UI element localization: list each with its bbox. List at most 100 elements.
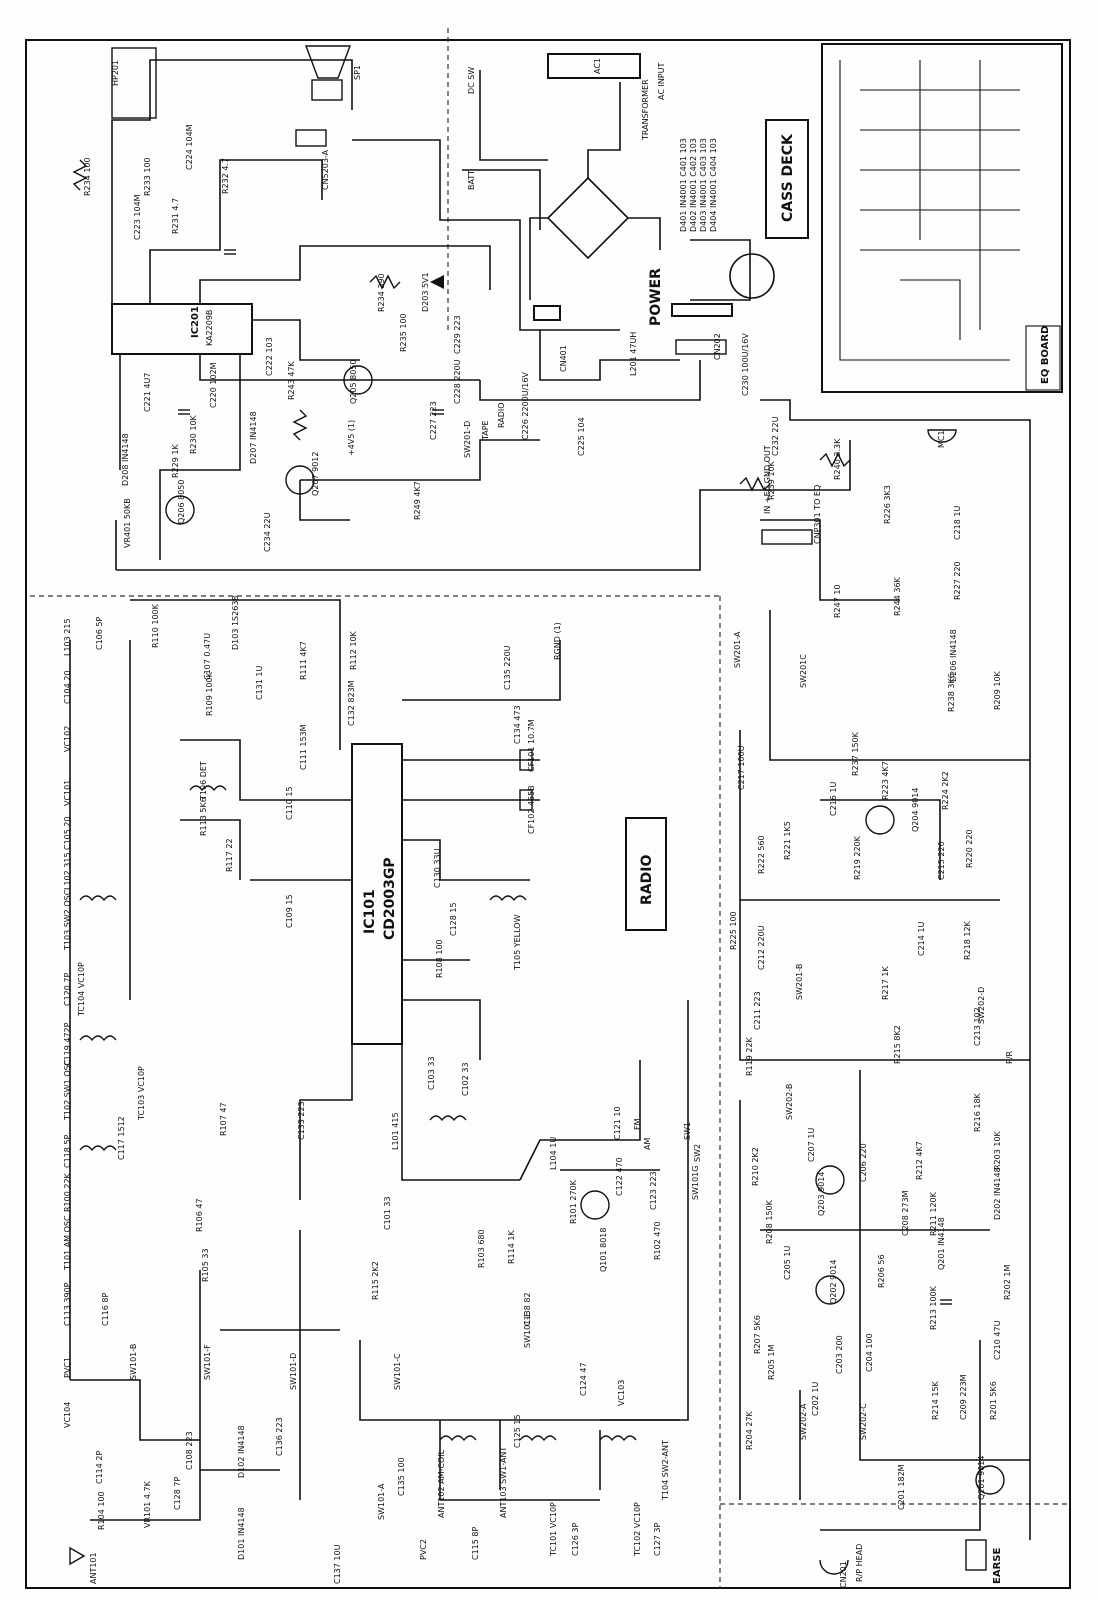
eq-board-wiring (839, 60, 1020, 361)
label-r208: R208 150K (765, 1199, 774, 1244)
label-r213: R213 100K (929, 1285, 938, 1330)
label-c207: C207 1U (807, 1128, 816, 1162)
label-q201: Q201 9014 (977, 1456, 986, 1500)
label-c216: C216 1U (829, 782, 838, 816)
amp-wiring (111, 59, 1031, 1540)
label-r104: R104 100 (97, 1491, 106, 1530)
label-ant102: ANT102 AM-COIL (437, 1449, 446, 1518)
label-r214: R214 15K (931, 1380, 940, 1420)
label-c217: C217 100U (737, 745, 746, 790)
label-pvc1: PVC1 (63, 1357, 72, 1378)
preamp-wiring (600, 519, 1030, 1531)
label-r219: R219 220K (853, 835, 862, 880)
label-d101: D101 IN4148 (237, 1507, 246, 1560)
label-q206: Q206 8050 (177, 480, 186, 524)
label-vr101: VR101 4.7K (143, 1480, 152, 1528)
label-d203: D203 5V1 (421, 272, 430, 312)
label-q205: Q205 8050 (349, 360, 358, 404)
label-sw202a: SW202-A (799, 1403, 808, 1440)
label-c138: C138 82 (523, 1292, 532, 1326)
label-d103: D103 1S2638 (231, 596, 240, 651)
label-vc102: VC102 (63, 726, 72, 752)
label-r101: R101 270K (569, 1179, 578, 1224)
label-fm: FM (633, 1118, 642, 1130)
label-c127: C127 3P (653, 1523, 662, 1556)
label-r231: R231 4.7 (171, 198, 180, 234)
label-sw101f: SW101-F (203, 1344, 212, 1380)
label-r225: R225 100 (729, 911, 738, 950)
label-c120: C120 7P (63, 973, 72, 1006)
ac-input-label: AC INPUT (657, 63, 666, 100)
ic101-part: CD2003GP (382, 857, 398, 940)
label-sw2: SW2 (693, 1144, 702, 1162)
label-r223: R223 4K7 (881, 761, 890, 800)
label-c103: C103 33 (427, 1056, 436, 1090)
label-c221: C221 4U7 (143, 373, 152, 412)
label-cn201: CN201 (839, 1561, 848, 1588)
label-t103: T103 SW2 OSC (63, 889, 72, 951)
label-tc101: TC101 VC10P (549, 1502, 558, 1557)
label-c206: C206 220 (859, 1143, 868, 1182)
label-c130: C130 33U (433, 848, 442, 888)
diode-table-row-1: D401 IN4001 C401 103 (679, 138, 688, 232)
label-c113: C113 390P (63, 1282, 72, 1326)
label-c124: C124 47 (579, 1362, 588, 1396)
label-c213: C213 102 (973, 1007, 982, 1046)
label-c102: C102 33 (461, 1062, 470, 1096)
label-r105: R105 33 (201, 1248, 210, 1282)
label-r230: R230 10K (189, 414, 198, 454)
label-q207: Q207 9012 (311, 452, 320, 496)
label-sw101c: SW101-C (393, 1353, 402, 1390)
label-c201: C201 182M (897, 1464, 906, 1510)
label-d207: D207 IN4148 (249, 411, 258, 464)
radio-wiring (69, 599, 680, 1521)
label-c227: C227 223 (429, 401, 438, 440)
label-t102: T102 SW1 OSC (63, 1059, 72, 1121)
label-c225: C225 104 (577, 417, 586, 456)
label-c229: C229 223 (453, 315, 462, 354)
label-r207: R207 5K6 (753, 1315, 762, 1354)
label-l201: L201 47UH (629, 332, 638, 376)
label-c131: C131 1U (255, 666, 264, 700)
diode-table-row-2: D402 IN4001 C402 103 (689, 138, 698, 232)
label-plus4v5: +4V5 (1) (347, 420, 356, 456)
label-q204: Q204 9014 (911, 788, 920, 832)
label-c133: C133 223 (297, 1101, 306, 1140)
label-r244: R244 36K (893, 576, 902, 616)
label-cf101: CF101 10.7M (527, 719, 536, 772)
radio-box (625, 817, 667, 931)
label-c204: C204 100 (865, 1333, 874, 1372)
label-c223: C223 104M (133, 194, 142, 240)
label-l102: L102 315 (63, 852, 72, 890)
label-c123: C123 223 (649, 1171, 658, 1210)
label-sw201b: SW201-B (795, 964, 804, 1000)
label-r117: R117 22 (225, 838, 234, 872)
label-cnp-pins: IN +EC GND OUT (763, 445, 772, 514)
label-t106: T106 DET (199, 761, 208, 801)
label-r115: R115 2K2 (371, 1261, 380, 1300)
label-sw101b: SW101-B (129, 1344, 138, 1380)
label-r204: R204 27K (745, 1410, 754, 1450)
label-r237: R237 150K (851, 731, 860, 776)
label-q202: Q202 9014 (829, 1260, 838, 1304)
label-r209: R209 10K (993, 670, 1002, 710)
label-c110: C110 15 (285, 786, 294, 820)
label-c117: C117 1512 (117, 1116, 126, 1160)
label-c232: C232 22U (771, 416, 780, 456)
label-c209: C209 223M (959, 1374, 968, 1420)
label-vc104: VC104 (63, 1402, 72, 1428)
label-r102: R102 470 (653, 1221, 662, 1260)
label-r243: R243 47K (287, 360, 296, 400)
label-c126: C126 3P (571, 1523, 580, 1556)
label-c208: C208 273M (901, 1190, 910, 1236)
label-am: AM (643, 1138, 652, 1150)
eq-board-label-box (1025, 325, 1061, 391)
label-c218: C218 1U (953, 506, 962, 540)
label-c101: C101 33 (383, 1196, 392, 1230)
diode-table-row-3: D403 IN4001 C403 103 (699, 138, 708, 232)
label-c108: C108 223 (185, 1431, 194, 1470)
label-cf102: CF102 455B (527, 785, 536, 834)
label-t105: T105 YELLOW (513, 914, 522, 971)
label-c203: C203 200 (835, 1335, 844, 1374)
